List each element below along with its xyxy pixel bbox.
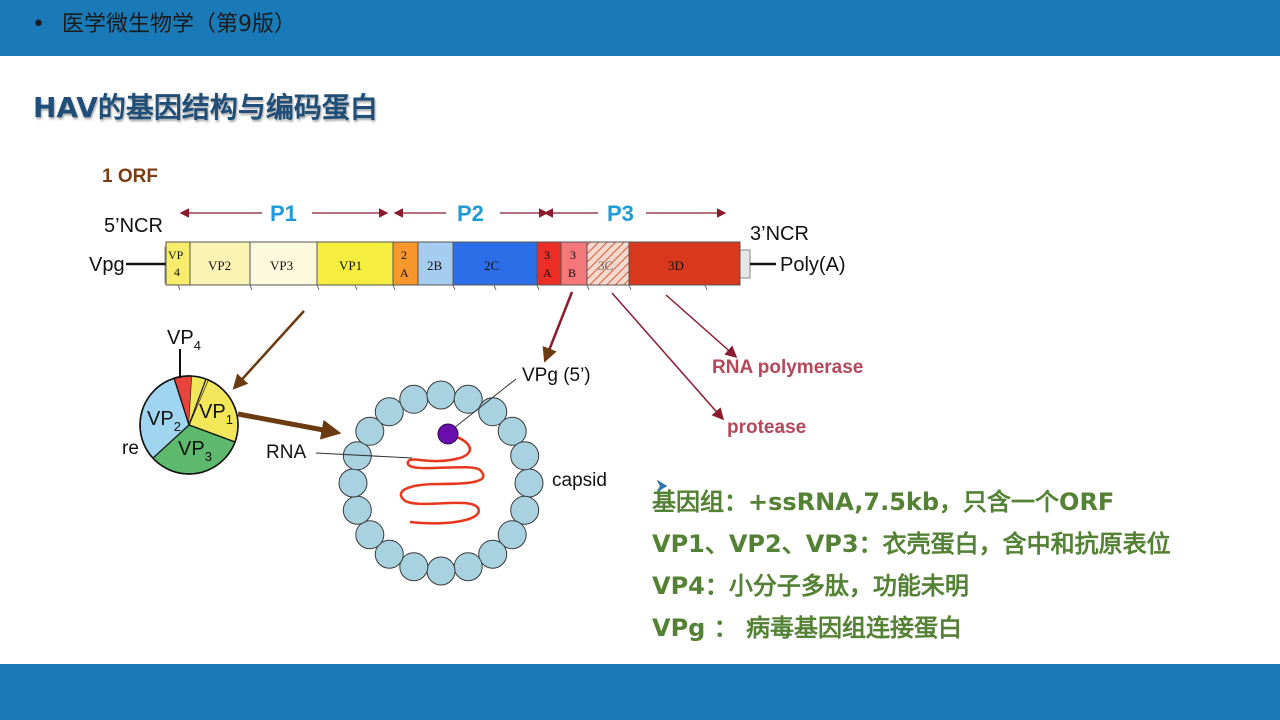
gene-vp3 [249,241,318,286]
svg-text:2C: 2C [484,258,499,273]
svg-text:3: 3 [570,248,576,262]
gene-bar: VP 4 VP2 VP3 VP1 2 A 2B 2C 3 A 3 B 3C 3D [165,241,741,291]
bullet-text: 基因组：+ssRNA,7.5kb，只含一个ORF [652,487,1115,516]
gene-2c [452,241,538,286]
capsid-subunit [478,539,508,569]
svg-text:VP: VP [168,248,184,262]
svg-text:VP1: VP1 [339,258,362,273]
gene-vp2 [189,241,251,286]
capsid-subunit [426,556,456,586]
vp4-label: VP4 [167,327,201,353]
svg-text:A: A [400,266,409,280]
bottom-bar [0,664,1280,720]
region-p2: P2 [457,201,484,226]
capsid-subunit [497,416,527,446]
header-bullet: • [32,12,45,37]
bullet-text: VP1、VP2、VP3：衣壳蛋白，含中和抗原表位 [652,529,1171,558]
header: • 医学微生物学（第9版） [32,6,296,38]
rna-strand [399,432,485,525]
header-text: 医学微生物学（第9版） [61,12,296,37]
arrow-pie-to-capsid [237,411,342,440]
orf-label: 1 ORF [102,166,158,187]
protease-label: protease [727,417,806,438]
gene-2a [392,241,419,286]
capsid-subunit [514,468,544,498]
arrow-3c-to-protease [611,292,724,421]
capsid-subunit [374,397,404,427]
capsid-subunit [355,520,385,550]
gene-2b [417,241,454,286]
arrow-3b-to-vpg [542,291,574,363]
partial-label: re [122,438,139,459]
rna-label: RNA [266,442,306,463]
svg-text:4: 4 [174,265,180,279]
capsid-subunit [497,520,527,550]
capsid-subunit [426,380,456,410]
arrow-p1-to-capsid-protein [232,310,305,390]
svg-text:VP2: VP2 [208,258,231,273]
svg-text:VP3: VP3 [270,258,293,273]
bullet-item: VP4：小分子多肽，功能未明 [652,480,1272,604]
capsid-subunit [453,384,483,414]
bullet-item: VPg ： 病毒基因组连接蛋白 [652,480,1272,646]
bullet-item: 基因组：+ssRNA,7.5kb，只含一个ORF [652,478,1272,520]
gene-3c [586,241,630,286]
ncr3-label: 3’NCR [750,223,809,245]
arrow-bullet-icon [657,480,667,492]
capsid-subunit [355,416,385,446]
svg-text:3D: 3D [668,258,684,273]
polya-label: Poly(A) [780,254,846,276]
capsid-subunit [453,552,483,582]
svg-text:3: 3 [544,248,550,262]
slide-title: HAV的基因结构与编码蛋白 [33,91,378,124]
svg-text:2B: 2B [427,258,443,273]
capsid-protein-pie [139,349,239,475]
bullet-text: VP4：小分子多肽，功能未明 [652,571,969,600]
vp1-pie-label: VP1 [199,401,233,427]
region-p1: P1 [270,201,297,226]
vpg-label: Vpg [89,254,125,276]
region-p3: P3 [607,201,634,226]
svg-text:3C: 3C [598,258,613,273]
capsid-subunit [510,495,540,525]
capsid-subunit [399,384,429,414]
svg-text:A: A [543,266,552,280]
vp3-pie-label: VP3 [178,438,212,464]
gene-3d [628,241,741,286]
capsid-label: capsid [552,470,607,491]
capsid-subunit [338,468,368,498]
capsid-subunit [510,441,540,471]
capsid-subunit [399,552,429,582]
vpg5-label: VPg (5’) [522,365,591,386]
bullet-text: VPg ： 病毒基因组连接蛋白 [652,613,963,642]
capsid-ring [338,380,544,586]
arrow-3d-to-polymerase [665,294,738,358]
bullet-list: 基因组：+ssRNA,7.5kb，只含一个ORF VP1、VP2、VP3：衣壳蛋… [652,478,1272,646]
capsid-subunit [342,495,372,525]
gene-vp1 [316,241,394,286]
ncr3-segment [739,249,751,279]
svg-text:B: B [568,266,576,280]
top-bar [0,0,1280,56]
vpg-dot [437,423,459,445]
capsid-subunit [374,539,404,569]
svg-text:2: 2 [401,248,407,262]
vp2-pie-label: VP2 [147,408,181,434]
gene-3b [560,241,588,286]
bullet-item: VP1、VP2、VP3：衣壳蛋白，含中和抗原表位 [652,480,1272,562]
rna-polymerase-label: RNA polymerase [712,357,863,378]
ncr5-label: 5’NCR [104,215,163,237]
